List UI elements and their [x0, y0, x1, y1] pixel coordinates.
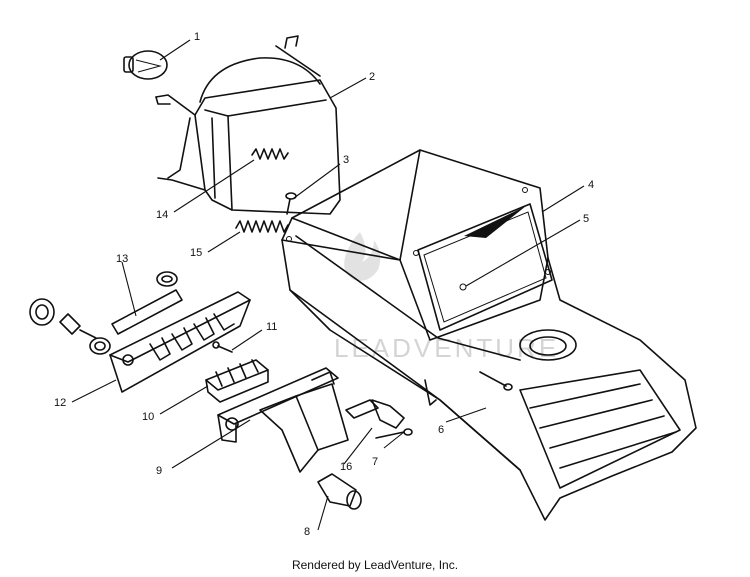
- callout-2: 2: [369, 71, 375, 83]
- part-11-pin: [212, 341, 233, 353]
- part-3-screw: [285, 192, 297, 215]
- callout-11: 11: [266, 321, 277, 333]
- part-13-knob: [156, 271, 178, 287]
- part-2-headlight: [155, 35, 341, 215]
- part-16-switch: [345, 399, 405, 429]
- part-12-switch-plate: [109, 291, 251, 393]
- callout-4: 4: [588, 179, 594, 191]
- part-15-spring: [235, 220, 289, 233]
- part-14-spring: [251, 148, 289, 160]
- callout-13: 13: [116, 253, 128, 265]
- callout-6: 6: [438, 424, 444, 436]
- part-key-switch: [29, 298, 111, 355]
- callout-5: 5: [583, 213, 589, 225]
- watermark-text: LEADVENTURE: [334, 333, 559, 363]
- part-7-screw: [375, 428, 413, 439]
- part-4-dash-housing: [281, 149, 697, 521]
- callout-16: 16: [340, 461, 352, 473]
- callouts: 1 2 3 4 5 6 7 8 9 10 11 12 13 14 15 16: [54, 31, 594, 538]
- watermark: LEADVENTURE: [334, 232, 559, 363]
- callout-8: 8: [304, 526, 310, 538]
- callout-9: 9: [156, 465, 162, 477]
- part-1-bulb: [123, 50, 168, 80]
- callout-1: 1: [194, 31, 200, 43]
- leader-lines: [71, 39, 585, 531]
- callout-10: 10: [142, 411, 154, 423]
- callout-12: 12: [54, 397, 66, 409]
- part-6-screw: [479, 371, 513, 391]
- part-13-plate: [111, 289, 183, 335]
- callout-15: 15: [190, 247, 202, 259]
- part-8-socket: [317, 473, 362, 510]
- callout-14: 14: [156, 209, 168, 221]
- part-9-bracket: [217, 367, 349, 473]
- footer-credit: Rendered by LeadVenture, Inc.: [291, 558, 459, 572]
- callout-7: 7: [372, 456, 378, 468]
- part-10-switch: [205, 359, 269, 403]
- callout-3: 3: [343, 154, 349, 166]
